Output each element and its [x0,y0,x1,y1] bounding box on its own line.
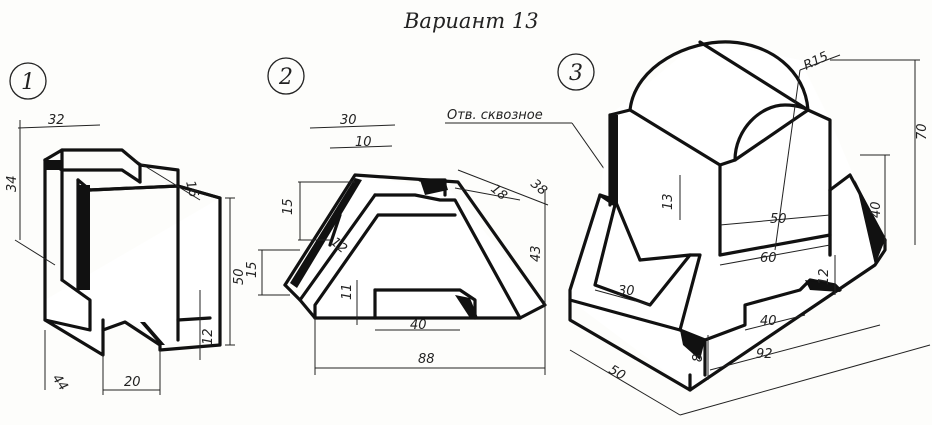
fig2-dim-11: 11 [340,283,355,300]
figure-3-number-circle [557,53,595,91]
fig1-dim-34: 34 [5,175,20,192]
fig2-dim-15b: 15 [245,261,260,278]
fig1-dim-50: 50 [232,268,247,285]
fig2-dim-40: 40 [410,318,427,333]
figure-3: 3 Отв. сквозное [445,40,931,416]
fig3-dim-40b: 40 [760,314,777,329]
sheet-title: Вариант 13 [403,9,539,33]
fig3-dim-50b: 50 [606,362,628,383]
figure-1-number: 1 [21,70,35,95]
fig1-dim-16: 16 [182,179,201,199]
figure-1-number-circle [9,62,47,100]
fig1-dim-44: 44 [49,372,71,394]
fig3-dim-50a: 50 [770,212,787,227]
figure-2-part [283,173,547,320]
fig2-dim-15a: 15 [281,198,296,215]
figure-1-part [43,148,222,357]
fig2-dim-88: 88 [418,352,435,367]
fig2-dim-38: 38 [527,177,549,199]
figure-3-dimensions: R15 70 40 13 50 60 12 30 40 8 92 50 [569,49,931,416]
fig3-dim-60: 60 [760,251,777,266]
fig3-dim-92: 92 [756,347,773,362]
fig2-dim-30: 30 [340,113,357,128]
fig3-dim-40: 40 [869,201,884,218]
fig3-dim-8: 8 [691,354,706,362]
fig1-dim-32: 32 [48,113,65,128]
fig3-dim-13: 13 [661,193,676,210]
figure-2-number-circle [267,57,305,95]
figure-1: 1 [5,62,247,395]
figure-2: 2 [245,57,550,375]
fig3-dim-r15: R15 [801,49,831,73]
figure-2-number: 2 [278,65,293,90]
figure-3-number: 3 [569,61,583,86]
fig3-dim-70: 70 [915,123,930,140]
fig3-note: Отв. сквозное [447,108,543,123]
fig1-dim-20: 20 [124,375,141,390]
fig2-dim-43: 43 [529,245,544,262]
fig1-dim-12: 12 [201,328,216,345]
fig3-dim-12: 12 [817,268,832,285]
fig2-dim-18: 18 [487,182,509,204]
figure-3-part [568,40,887,392]
fig3-dim-30: 30 [618,284,635,299]
fig2-dim-10: 10 [355,135,372,150]
